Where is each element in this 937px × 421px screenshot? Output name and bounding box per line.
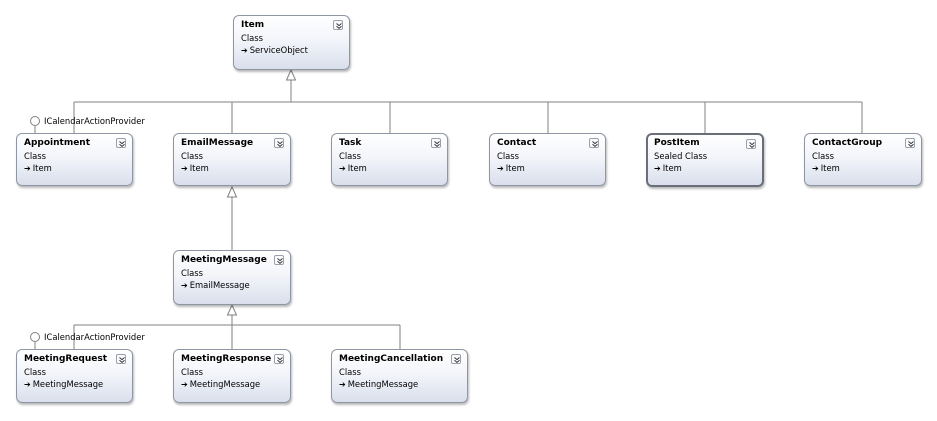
chevron-double-down-icon[interactable] <box>116 138 126 148</box>
class-box-meetingresponse[interactable]: MeetingResponse Class ➔MeetingMessage <box>173 349 291 403</box>
class-box-emailmessage[interactable]: EmailMessage Class ➔Item <box>173 133 291 186</box>
lollipop-interface-icon <box>30 332 40 342</box>
class-base: ➔Item <box>497 162 599 175</box>
inheritance-arrow-icon: ➔ <box>339 164 346 173</box>
base-class-name: Item <box>189 163 209 173</box>
inheritance-arrowhead-item <box>285 68 297 81</box>
inheritance-arrow-icon: ➔ <box>181 281 188 290</box>
class-base: ➔Item <box>24 162 126 175</box>
class-base: ➔MeetingMessage <box>339 378 461 391</box>
class-kind: Class <box>339 151 362 161</box>
interface-label-meetingrequest: ICalendarActionProvider <box>44 332 145 342</box>
class-box-item[interactable]: Item Class ➔ServiceObject <box>233 15 350 70</box>
class-box-meetingcancellation[interactable]: MeetingCancellation Class ➔MeetingMessag… <box>331 349 468 403</box>
class-kind: Class <box>181 367 204 377</box>
chevron-double-down-icon[interactable] <box>116 354 126 364</box>
base-class-name: MeetingMessage <box>347 379 419 389</box>
class-base: ➔Item <box>812 162 915 175</box>
class-kind: Class <box>181 151 204 161</box>
class-box-meetingmessage[interactable]: MeetingMessage Class ➔EmailMessage <box>173 250 291 305</box>
inheritance-arrow-icon: ➔ <box>241 46 248 55</box>
class-kind: Class <box>24 367 47 377</box>
class-name: MeetingCancellation <box>339 354 444 364</box>
inheritance-arrow-icon: ➔ <box>497 164 504 173</box>
class-base: ➔EmailMessage <box>181 279 284 292</box>
base-class-name: MeetingMessage <box>189 379 261 389</box>
class-kind: Class <box>241 33 264 43</box>
class-base: ➔ServiceObject <box>241 44 343 57</box>
chevron-double-down-icon[interactable] <box>431 138 441 148</box>
base-class-name: Item <box>662 163 682 173</box>
chevron-double-down-icon[interactable] <box>274 354 284 364</box>
chevron-double-down-icon[interactable] <box>451 354 461 364</box>
class-name: MeetingRequest <box>24 354 108 364</box>
base-class-name: Item <box>820 163 840 173</box>
inheritance-arrow-icon: ➔ <box>812 164 819 173</box>
class-base: ➔Item <box>181 162 284 175</box>
chevron-double-down-icon[interactable] <box>589 138 599 148</box>
class-base: ➔Item <box>339 162 441 175</box>
chevron-double-down-icon[interactable] <box>746 139 756 149</box>
class-box-appointment[interactable]: Appointment Class ➔Item <box>16 133 133 186</box>
class-box-contact[interactable]: Contact Class ➔Item <box>489 133 606 186</box>
class-name: PostItem <box>654 138 700 148</box>
class-kind: Class <box>24 151 47 161</box>
base-class-name: ServiceObject <box>249 45 308 55</box>
class-kind: Class <box>812 151 835 161</box>
class-name: MeetingMessage <box>181 255 267 265</box>
base-class-name: MeetingMessage <box>32 379 104 389</box>
class-kind: Class <box>181 268 204 278</box>
chevron-double-down-icon[interactable] <box>905 138 915 148</box>
class-base: ➔MeetingMessage <box>181 378 284 391</box>
class-name: Contact <box>497 138 537 148</box>
class-name: Appointment <box>24 138 91 148</box>
class-kind: Class <box>339 367 362 377</box>
inheritance-arrow-icon: ➔ <box>24 380 31 389</box>
inheritance-arrow-icon: ➔ <box>181 380 188 389</box>
class-base: ➔MeetingMessage <box>24 378 126 391</box>
class-box-contactgroup[interactable]: ContactGroup Class ➔Item <box>804 133 922 186</box>
inheritance-arrow-icon: ➔ <box>654 164 661 173</box>
class-name: Task <box>339 138 362 148</box>
class-base: ➔Item <box>654 162 757 175</box>
class-box-meetingrequest[interactable]: MeetingRequest Class ➔MeetingMessage <box>16 349 133 403</box>
lollipop-interface-icon <box>30 116 40 126</box>
class-box-postitem[interactable]: PostItem Sealed Class ➔Item <box>646 133 764 187</box>
class-kind: Class <box>497 151 520 161</box>
class-kind: Sealed Class <box>654 151 708 161</box>
inheritance-arrowhead-meetingmessage <box>226 303 238 316</box>
chevron-double-down-icon[interactable] <box>333 20 343 30</box>
inheritance-arrow-icon: ➔ <box>24 164 31 173</box>
chevron-double-down-icon[interactable] <box>274 138 284 148</box>
base-class-name: Item <box>32 163 52 173</box>
inheritance-arrow-icon: ➔ <box>339 380 346 389</box>
inheritance-arrow-icon: ➔ <box>181 164 188 173</box>
class-name: Item <box>241 20 265 30</box>
class-box-task[interactable]: Task Class ➔Item <box>331 133 448 186</box>
class-name: MeetingResponse <box>181 354 272 364</box>
inheritance-arrowhead-emailmessage <box>226 185 238 198</box>
base-class-name: Item <box>505 163 525 173</box>
base-class-name: EmailMessage <box>189 280 250 290</box>
base-class-name: Item <box>347 163 367 173</box>
interface-label-appointment: ICalendarActionProvider <box>44 116 145 126</box>
class-name: EmailMessage <box>181 138 254 148</box>
class-name: ContactGroup <box>812 138 883 148</box>
chevron-double-down-icon[interactable] <box>274 255 284 265</box>
